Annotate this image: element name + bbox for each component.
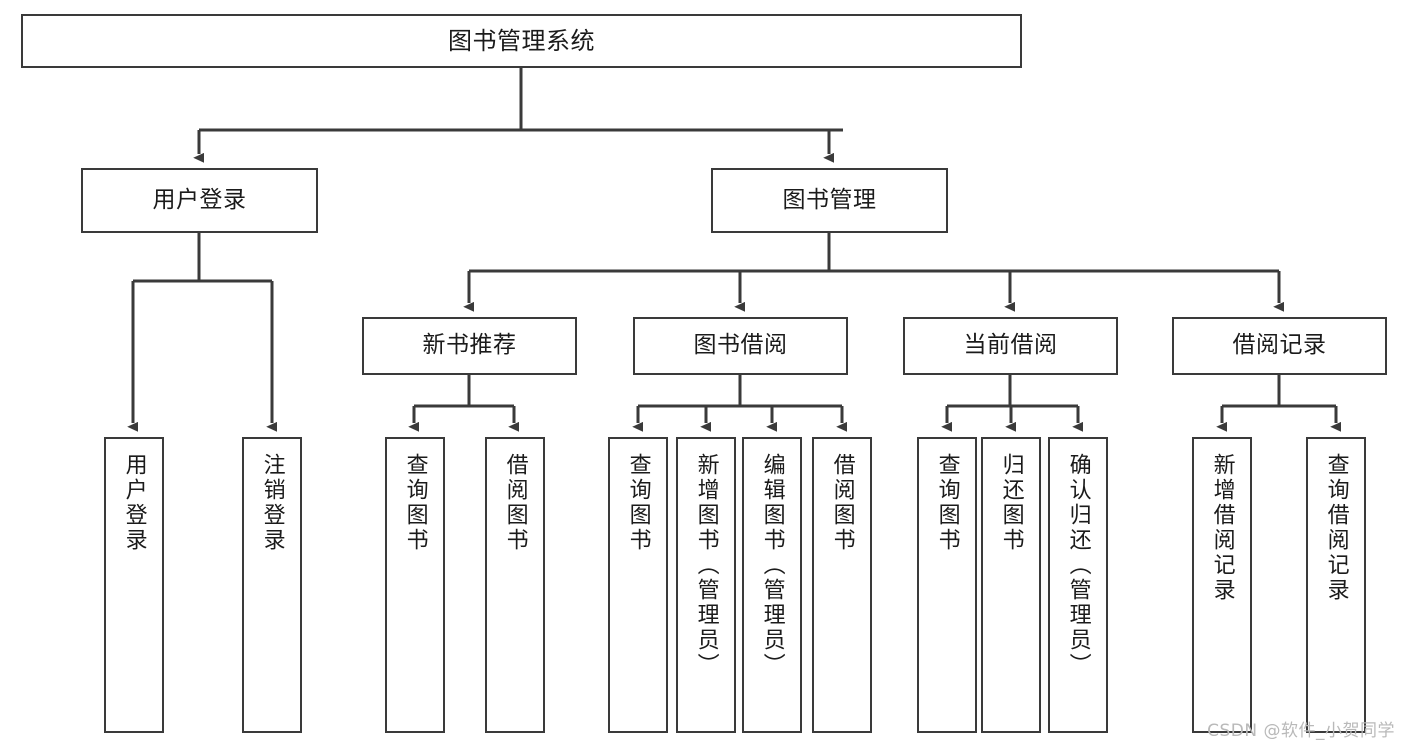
node-label: 编辑图书（管理员） xyxy=(759,453,785,678)
node-label: 新书推荐 xyxy=(422,332,517,359)
node-label: 图书管理 xyxy=(782,186,877,213)
node-user-login[interactable]: 用户登录 xyxy=(81,168,318,233)
node-root-book-management-system[interactable]: 图书管理系统 xyxy=(21,14,1022,68)
node-label: 借阅图书 xyxy=(829,453,855,553)
node-label: 确认归还（管理员） xyxy=(1065,453,1091,678)
leaf-record-query-borrow-record[interactable]: 查询借阅记录 xyxy=(1306,437,1366,733)
leaf-new-book-query[interactable]: 查询图书 xyxy=(385,437,445,733)
leaf-current-query-book[interactable]: 查询图书 xyxy=(917,437,977,733)
node-book-borrow[interactable]: 图书借阅 xyxy=(633,317,848,375)
node-current-borrow[interactable]: 当前借阅 xyxy=(903,317,1118,375)
node-label: 查询借阅记录 xyxy=(1323,453,1349,603)
leaf-borrow-add-book-admin[interactable]: 新增图书（管理员） xyxy=(676,437,736,733)
node-borrow-record[interactable]: 借阅记录 xyxy=(1172,317,1387,375)
leaf-borrow-edit-book-admin[interactable]: 编辑图书（管理员） xyxy=(742,437,802,733)
node-label: 借阅记录 xyxy=(1232,332,1327,359)
node-book-management[interactable]: 图书管理 xyxy=(711,168,948,233)
node-label: 新增借阅记录 xyxy=(1209,453,1235,603)
node-label: 查询图书 xyxy=(625,453,651,553)
node-label: 查询图书 xyxy=(402,453,428,553)
watermark: CSDN @软件_小贺同学 xyxy=(1207,721,1395,741)
leaf-borrow-borrow-book[interactable]: 借阅图书 xyxy=(812,437,872,733)
node-label: 用户登录 xyxy=(121,453,147,553)
leaf-current-return-book[interactable]: 归还图书 xyxy=(981,437,1041,733)
node-label: 查询图书 xyxy=(934,453,960,553)
node-new-book-recommend[interactable]: 新书推荐 xyxy=(362,317,577,375)
node-label: 注销登录 xyxy=(259,453,285,553)
node-label: 图书借阅 xyxy=(693,332,788,359)
leaf-new-book-borrow[interactable]: 借阅图书 xyxy=(485,437,545,733)
leaf-user-login-logout[interactable]: 注销登录 xyxy=(242,437,302,733)
node-label: 图书管理系统 xyxy=(448,26,595,55)
node-label: 新增图书（管理员） xyxy=(693,453,719,678)
node-label: 当前借阅 xyxy=(963,332,1058,359)
node-label: 借阅图书 xyxy=(502,453,528,553)
leaf-user-login-login[interactable]: 用户登录 xyxy=(104,437,164,733)
leaf-record-add-borrow-record[interactable]: 新增借阅记录 xyxy=(1192,437,1252,733)
node-label: 归还图书 xyxy=(998,453,1024,553)
leaf-current-confirm-return-admin[interactable]: 确认归还（管理员） xyxy=(1048,437,1108,733)
leaf-borrow-query-book[interactable]: 查询图书 xyxy=(608,437,668,733)
node-label: 用户登录 xyxy=(152,186,247,213)
